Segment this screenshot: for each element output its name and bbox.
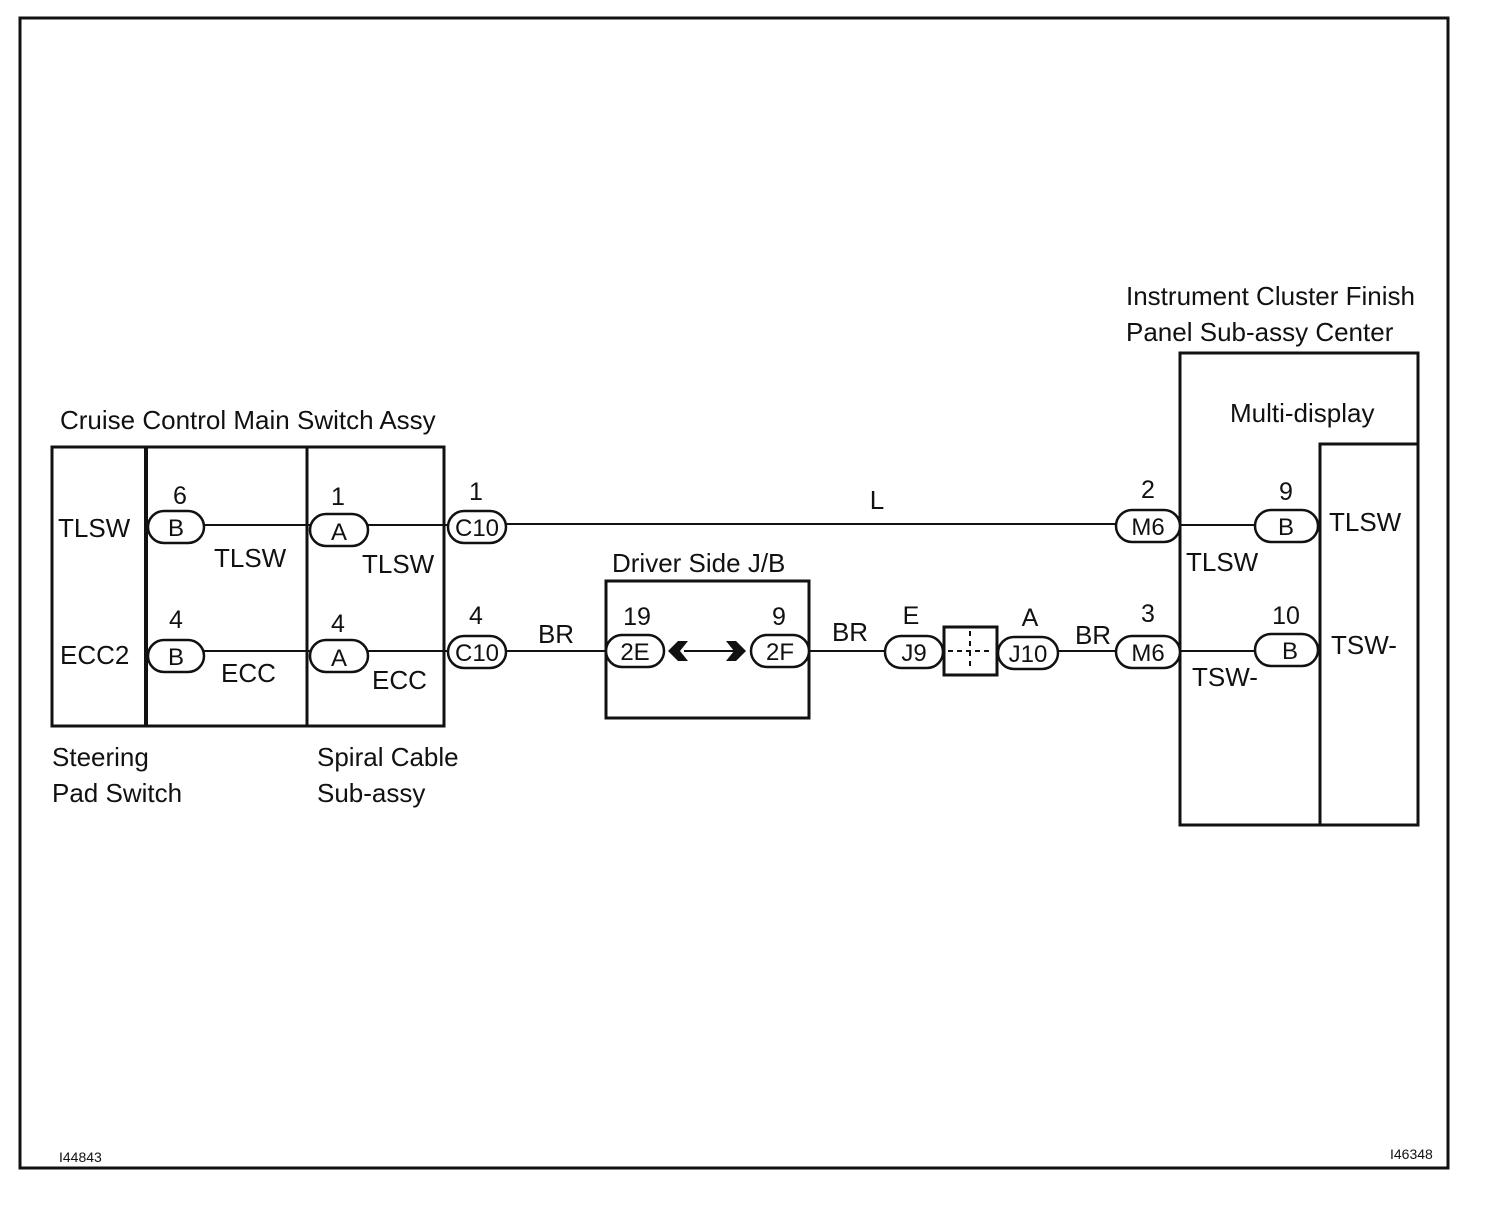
connector-b-bottom <box>146 638 206 674</box>
wire-label-tlsw-3: TLSW <box>1186 547 1259 577</box>
connector-j9-pin-label: E <box>903 602 920 630</box>
chevron-left-icon <box>668 641 688 661</box>
multi-display-box <box>1318 442 1420 827</box>
steering-pad-label-2: Pad Switch <box>52 778 182 808</box>
chevron-right-icon <box>726 641 746 661</box>
wire-label-l: L <box>870 485 884 515</box>
connector-b-right-top-pin: 9 <box>1279 478 1293 506</box>
connector-m6-bottom-id: M6 <box>1131 640 1164 667</box>
connector-b-right-bottom <box>1253 632 1320 668</box>
connector-b-right-bottom-id: B <box>1282 638 1298 665</box>
wire-label-br-1: BR <box>538 619 574 649</box>
connector-j10-pin-label: A <box>1022 604 1039 632</box>
figure-code-left: I44843 <box>59 1149 102 1165</box>
connector-m6-top-id: M6 <box>1131 514 1164 541</box>
connector-b-top <box>146 509 206 545</box>
connector-b-top-pin: 6 <box>173 482 187 510</box>
connector-c10-top-id: C10 <box>455 515 499 542</box>
driver-side-jb-label: Driver Side J/B <box>612 548 785 578</box>
connector-a-bottom <box>308 638 370 674</box>
connector-2e <box>604 633 666 669</box>
connector-b-bottom-id: B <box>168 644 184 671</box>
connector-2f-id: 2F <box>766 639 794 666</box>
spiral-cable-label-1: Spiral Cable <box>317 742 459 772</box>
connector-a-top <box>308 512 370 548</box>
cruise-control-main-switch-label: Cruise Control Main Switch Assy <box>60 405 436 435</box>
wire-label-tlsw-2: TLSW <box>362 549 435 579</box>
terminal-tlsw-right: TLSW <box>1329 507 1402 537</box>
connector-c10-top-pin: 1 <box>469 478 483 506</box>
connector-c10-top <box>446 509 508 545</box>
connector-a-bottom-pin: 4 <box>331 610 345 638</box>
wire-label-tlsw-1: TLSW <box>214 543 287 573</box>
steering-pad-label-1: Steering <box>52 742 149 772</box>
connector-2e-pin: 19 <box>623 603 651 631</box>
connector-2f-pin: 9 <box>772 603 786 631</box>
connector-c10-bottom-pin: 4 <box>469 602 483 630</box>
wire-label-tsw-3: TSW- <box>1192 662 1258 692</box>
spiral-cable-label-2: Sub-assy <box>317 778 425 808</box>
connector-a-top-pin: 1 <box>331 483 345 511</box>
connector-m6-bottom-pin: 3 <box>1141 600 1155 628</box>
connector-a-bottom-id: A <box>331 645 347 672</box>
terminal-ecc2-left: ECC2 <box>60 640 129 670</box>
connector-b-right-top-id: B <box>1278 514 1294 541</box>
connector-b-bottom-pin: 4 <box>169 606 183 634</box>
connector-m6-top-pin: 2 <box>1141 476 1155 504</box>
connector-b-right-top <box>1253 508 1320 544</box>
connector-b-top-id: B <box>168 515 184 542</box>
connector-a-top-id: A <box>331 519 347 546</box>
connector-b-right-bottom-pin: 10 <box>1272 602 1300 630</box>
wire-label-ecc-1: ECC <box>221 658 276 688</box>
wire-label-br-2: BR <box>832 617 868 647</box>
diagram-frame <box>18 16 1450 1170</box>
multi-display-label: Multi-display <box>1230 398 1375 428</box>
figure-code-right: I46348 <box>1390 1146 1433 1162</box>
cluster-label-1: Instrument Cluster Finish <box>1126 281 1415 311</box>
connector-c10-bottom-id: C10 <box>455 640 499 667</box>
wire-label-br-3: BR <box>1075 620 1111 650</box>
connector-j9-id: J9 <box>901 640 926 667</box>
cruise-control-main-switch-box <box>50 445 446 728</box>
connector-j10 <box>996 635 1060 671</box>
terminal-tlsw-left: TLSW <box>58 513 131 543</box>
terminal-tsw-right: TSW- <box>1331 630 1397 660</box>
connector-2e-id: 2E <box>620 639 649 666</box>
connector-j10-id: J10 <box>1009 641 1048 668</box>
cluster-label-2: Panel Sub-assy Center <box>1126 317 1394 347</box>
wire-label-ecc-2: ECC <box>372 665 427 695</box>
